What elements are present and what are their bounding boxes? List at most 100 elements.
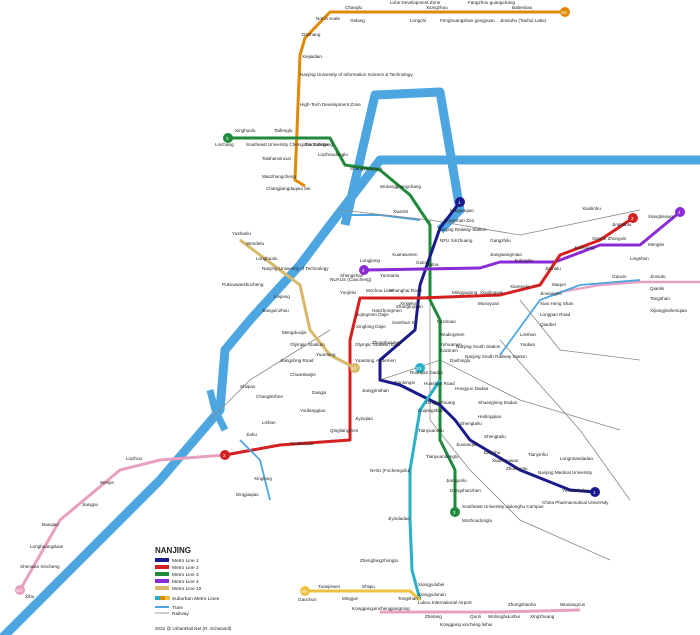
station-label: Taishanxincun: [262, 156, 292, 161]
tram-route: [499, 279, 641, 356]
station-label: NHIU (Fochengxilu): [370, 468, 411, 473]
station-label: Jiangxinzhou: [262, 308, 289, 313]
station-label: Olympic Stadium: [290, 342, 325, 347]
station-label: Xinglong: [254, 476, 272, 481]
station-label: Longhualu: [256, 256, 278, 261]
station-label: Jinmalu: [545, 266, 561, 271]
station-label: Zhangfuyuan: [396, 304, 423, 309]
station-label: Xiangtianwu: [648, 214, 673, 219]
station-label: Lingshan: [630, 256, 649, 261]
station-label: Youtian: [520, 342, 536, 347]
station-label: Tongshan: [398, 596, 418, 601]
line-s1-route: [408, 379, 442, 601]
station-label: Lishui: [508, 614, 520, 619]
station-label: Southeast University Jiulonghu Campus: [462, 504, 544, 509]
station-label: Fenghuangshan gongyuan: [440, 18, 495, 23]
station-label: Gangzhilu: [490, 238, 511, 243]
station-label: Konggangxinchengjiangning: [352, 606, 410, 611]
station-label: Xiaoshi: [393, 209, 408, 214]
station-label: Jiangdong Road: [280, 358, 314, 363]
stations-line-10: Yushanlu Wendelu Longhualu Nanjing Unive…: [222, 231, 336, 357]
station-label: Longpan Road: [540, 312, 571, 317]
station-label: Xiongzhou: [426, 5, 448, 10]
station-label: Youfangqiao: [300, 408, 326, 413]
legend-line-4: Metro Line 4: [172, 579, 199, 585]
station-label: High-Tech Development Zone: [300, 102, 361, 107]
station-label: Qiaolin: [650, 286, 665, 291]
station-label: Tianyinhu: [528, 452, 548, 457]
station-label: Yuantong: [355, 358, 375, 363]
line-s3-east-route: [559, 280, 700, 294]
station-label: Yushanlu: [232, 231, 251, 236]
station-label: NFU Xinzhuang: [440, 238, 473, 243]
station-label: Dingjiazhuang: [426, 400, 456, 405]
stations-line-s1: Jiangyinshan Jiyindadao Cuipingshan NHIU…: [360, 388, 472, 605]
station-label: Shangyuanmen: [350, 166, 383, 171]
station-label: Shiqiu: [362, 584, 375, 589]
station-label: Xiangyulunan: [418, 592, 446, 597]
station-label: Wudingmen: [440, 332, 465, 337]
station-label: Cuipingshan: [418, 408, 444, 413]
line-1-route: [378, 201, 596, 494]
station-label: Dingjiaqiao: [236, 492, 259, 497]
legend: NANJING Metro Line 1 Metro Line 2 Metro …: [155, 546, 232, 631]
map-title: NANJING: [155, 546, 191, 555]
station-label: Yunjinlu: [340, 290, 357, 295]
station-label: Jiangwangmiao: [490, 252, 522, 257]
railway-network: [209, 209, 641, 561]
station-label: Baijiahu: [484, 450, 501, 455]
station-label: China Pharmaceutical University: [542, 500, 609, 505]
station-label: Huashen Road: [424, 381, 455, 386]
station-label: Jiangpu: [82, 502, 99, 507]
station-label: Dangxi: [312, 390, 326, 395]
station-label: NUAUS (Caocheng): [330, 277, 372, 282]
station-label: Shuanglong Dadao: [478, 400, 518, 405]
station-label: Banqiao: [42, 522, 59, 527]
station-label: Youtianqiao: [290, 441, 314, 446]
station-label: Xingzhuang: [530, 614, 555, 619]
svg-text:3: 3: [453, 510, 456, 515]
legend-line-3: Metro Line 3: [172, 572, 199, 578]
stations-line-1-south: Zhangfuyuan Sanshan St. Zhonghuamen Ande…: [372, 304, 609, 505]
station-label: Dachang: [302, 32, 321, 37]
station-label: Olympic Stadium East: [355, 342, 401, 347]
station-label: Changjiangdaqiao bei: [266, 186, 310, 191]
station-label: Maigaoqiao: [450, 208, 474, 213]
station-label: Mozhoudonglu: [462, 518, 493, 523]
station-label: Jinniulu: [650, 274, 666, 279]
station-label: Jiangjunlu: [446, 478, 467, 483]
station-label: Wenjie: [100, 480, 114, 485]
station-label: Andemen: [376, 358, 396, 363]
station-label: Qunli: [470, 614, 481, 619]
station-label: Maozhangcheng: [262, 174, 296, 179]
station-label: Xuzhuang: [574, 245, 595, 250]
credit: 2022 @ UrbanRail.Net (R. Schwandl): [155, 626, 232, 631]
station-label: Xiao Hong Shan: [540, 301, 574, 306]
svg-text:4: 4: [678, 210, 681, 215]
stations-misc: Jinxianghe Xiao Hong Shan Longpan Road Q…: [236, 291, 574, 497]
svg-text:S8: S8: [561, 10, 567, 15]
station-label: Longchi: [410, 18, 426, 23]
station-label: Yuhuamen: [440, 342, 462, 347]
station-label: Jinxianghe: [540, 291, 562, 296]
station-label: Gelang: [350, 18, 365, 23]
station-label: Nanjing Railway Station: [438, 227, 487, 232]
stations-line-4: Xianlinhu Xianhe Zhongxin Xuzhuang Jinma…: [330, 206, 673, 282]
station-label: Zhongshanhu: [508, 602, 537, 607]
station-label: Shengtailu: [484, 434, 506, 439]
station-label: Liuzhoudonglu: [318, 152, 348, 157]
station-label: Xinjiekou: [400, 301, 419, 306]
station-label: Shenxian Xincheng: [20, 564, 60, 569]
station-label: Jiyindadao: [388, 516, 410, 521]
station-label: Muxuyuan: [478, 301, 500, 306]
station-label: Gaoxin: [612, 274, 627, 279]
station-label: Hedingqiao: [478, 414, 502, 419]
station-label: Xiejiadian: [302, 54, 322, 59]
svg-text:S3: S3: [16, 588, 22, 593]
station-label: Xiaolongwan: [492, 458, 519, 463]
svg-text:1: 1: [593, 490, 596, 495]
station-label: Not in scale: [316, 16, 340, 21]
station-label: Jiulonghu: [514, 258, 534, 263]
station-label: Mengduxijie: [282, 330, 307, 335]
station-label: Wuxiangcun: [560, 602, 586, 607]
